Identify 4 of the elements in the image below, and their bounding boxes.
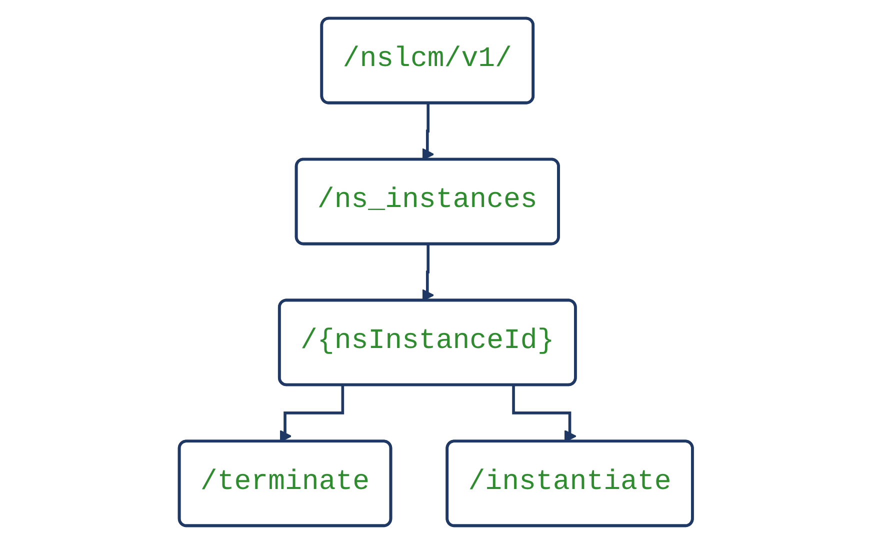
arrow <box>422 103 434 160</box>
arrow <box>512 384 577 442</box>
arrow <box>280 384 344 442</box>
arrow <box>422 244 434 301</box>
